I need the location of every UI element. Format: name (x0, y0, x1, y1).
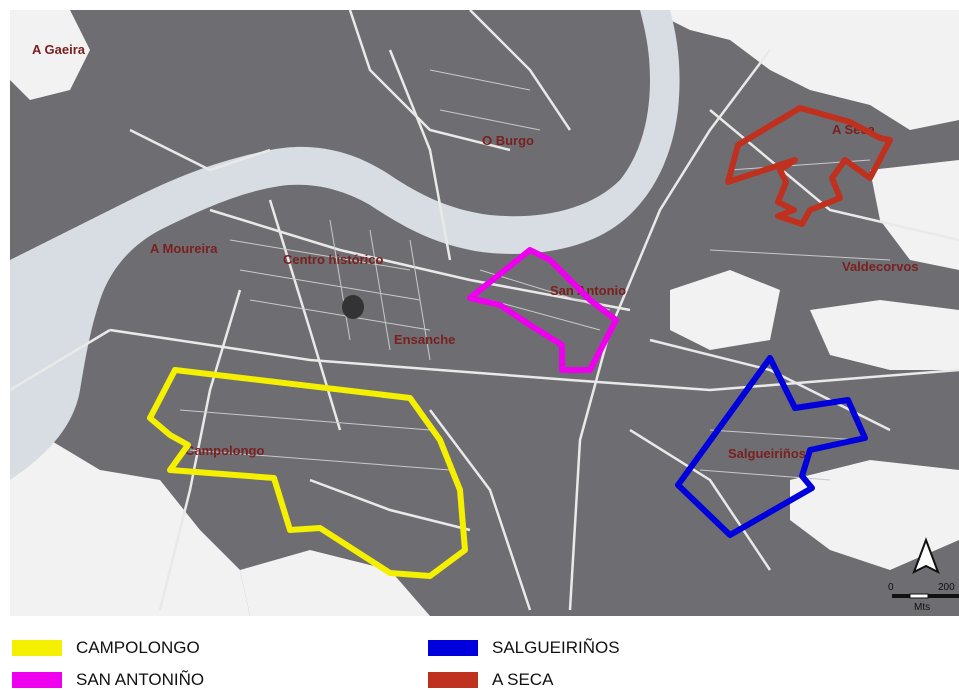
place-label-salgueirinos: Salgueiriños (728, 446, 806, 461)
legend-swatch (12, 640, 62, 656)
legend-label: A SECA (492, 670, 554, 689)
legend-swatch (428, 672, 478, 688)
scale-unit-label: Mts (914, 602, 930, 613)
legend-item-salgueirinos: SALGUEIRIÑOS (428, 638, 620, 658)
legend-swatch (428, 640, 478, 656)
legend-label: SALGUEIRIÑOS (492, 638, 620, 657)
place-label-o-burgo: O Burgo (482, 133, 534, 148)
campolongo-outline (147, 367, 468, 579)
river (10, 10, 680, 480)
legend-label: CAMPOLONGO (76, 638, 200, 657)
scale-end-label: 200 (938, 582, 955, 593)
legend-item-san-antoninho: SAN ANTONIÑO (12, 670, 204, 690)
place-label-a-moureira: A Moureira (150, 241, 218, 256)
city-centre-marker (342, 295, 364, 319)
san-antoninho-outline (467, 247, 619, 373)
legend-item-a-seca: A SECA (428, 670, 553, 690)
scale-bar: 0 200 Mts (888, 582, 959, 613)
city-map: A Gaeira O Burgo A Seca A Moureira Centr… (10, 10, 959, 616)
legend-item-campolongo: CAMPOLONGO (12, 638, 200, 658)
a-seca-outline (725, 105, 893, 227)
place-label-a-gaeira: A Gaeira (32, 42, 86, 57)
legend-swatch (12, 672, 62, 688)
place-label-centro-historico: Centro histórico (283, 252, 383, 267)
north-arrow-icon (912, 537, 940, 575)
scale-start-label: 0 (888, 582, 894, 593)
open-areas (10, 10, 959, 616)
legend-label: SAN ANTONIÑO (76, 670, 205, 689)
place-label-valdecorvos: Valdecorvos (842, 259, 919, 274)
place-label-ensanche: Ensanche (394, 332, 455, 347)
salgueirinos-outline (675, 355, 868, 538)
legend: CAMPOLONGO SAN ANTONIÑO SALGUEIRIÑOS A S… (0, 628, 959, 690)
place-label-campolongo: Campolongo (185, 443, 264, 458)
place-label-san-antonio: San Antonio (550, 283, 626, 298)
